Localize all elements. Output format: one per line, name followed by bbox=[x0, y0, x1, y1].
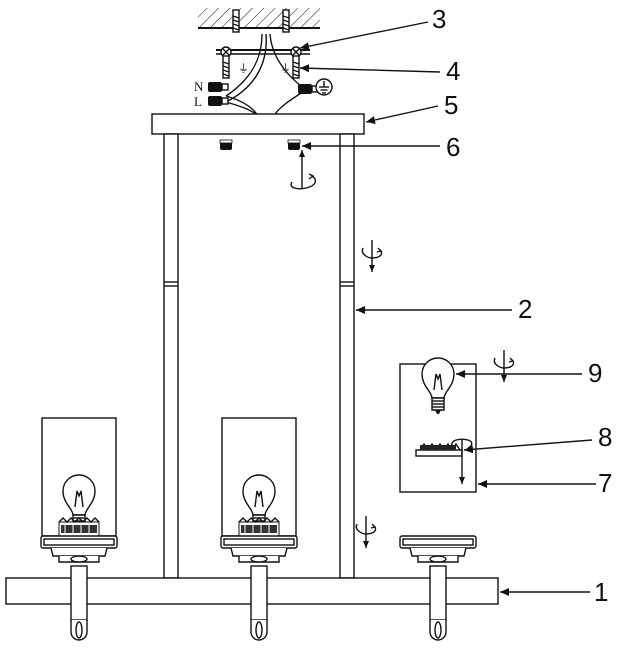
ground-icon bbox=[315, 78, 333, 96]
live-wire-label: L bbox=[194, 94, 202, 109]
lamp-cup-middle bbox=[220, 535, 298, 563]
callout-9: 9 bbox=[588, 358, 602, 388]
callout-5: 5 bbox=[444, 90, 458, 120]
rotate-arrow-icon bbox=[356, 516, 375, 548]
svg-text:⏚: ⏚ bbox=[280, 62, 291, 75]
callout-7: 7 bbox=[598, 468, 612, 498]
rotate-arrow-icon bbox=[494, 350, 513, 382]
lamp-socket-ring bbox=[415, 442, 463, 457]
callout-8: 8 bbox=[598, 422, 612, 452]
callout-6: 6 bbox=[446, 132, 460, 162]
callout-4: 4 bbox=[446, 56, 460, 86]
svg-text:⏚: ⏚ bbox=[238, 62, 249, 75]
callout-1: 1 bbox=[594, 577, 608, 607]
cap-nuts bbox=[219, 139, 301, 150]
rotate-arrow-icon bbox=[290, 150, 317, 190]
callout-3: 3 bbox=[432, 4, 446, 34]
neutral-wire-label: N bbox=[194, 79, 204, 94]
lamp-cup-left bbox=[40, 535, 118, 563]
lamp-cup-right bbox=[399, 535, 477, 563]
wire-connectors bbox=[208, 82, 319, 106]
suspension-rods bbox=[163, 133, 355, 579]
callout-2: 2 bbox=[518, 294, 532, 324]
ceiling bbox=[198, 8, 320, 29]
rotate-arrow-icon bbox=[362, 240, 381, 272]
mounting-bracket: ⏚ ⏚ bbox=[216, 9, 310, 79]
leader-lines bbox=[299, 21, 596, 596]
canopy-plate bbox=[151, 113, 365, 135]
